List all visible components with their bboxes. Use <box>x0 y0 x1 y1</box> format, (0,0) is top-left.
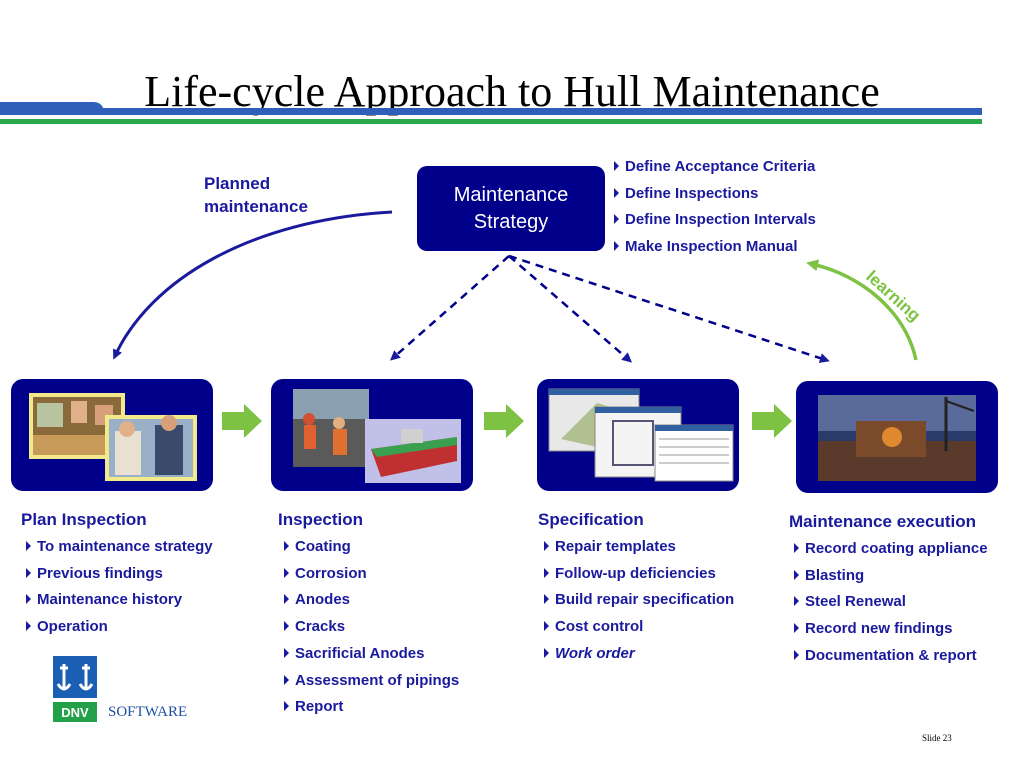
list-item: Build repair specification <box>542 587 734 614</box>
shipyard-photo-image <box>818 395 976 481</box>
stage-heading-specification: Specification <box>538 510 644 529</box>
list-item: Steel Renewal <box>792 589 988 616</box>
header-bar-green <box>0 119 982 124</box>
slide-number: Slide 23 <box>922 733 952 743</box>
stage-heading-maintenance-execution: Maintenance execution <box>789 512 977 531</box>
stage-arrow-1 <box>222 404 262 438</box>
list-item: Documentation & report <box>792 643 988 670</box>
list-item: Sacrificial Anodes <box>282 641 459 668</box>
strategy-list: Define Acceptance Criteria Define Inspec… <box>612 154 816 261</box>
bullet-triangle-icon <box>794 543 799 553</box>
stage-heading-plan-inspection: Plan Inspection <box>21 510 147 529</box>
bullet-triangle-icon <box>284 674 289 685</box>
bullet-triangle-icon <box>794 649 799 660</box>
planned-maintenance-arrow <box>112 210 393 360</box>
bullet-triangle-icon <box>544 567 549 578</box>
list-item: Record new findings <box>792 616 988 643</box>
list-item: Define Inspection Intervals <box>612 207 816 234</box>
bullet-triangle-icon <box>284 701 289 712</box>
learning-arrow <box>806 259 918 361</box>
bullet-triangle-icon <box>544 621 549 632</box>
learning-label: learning <box>862 267 924 325</box>
plan-inspection-list: To maintenance strategy Previous finding… <box>24 534 213 641</box>
inspection-panel <box>271 379 473 491</box>
bullet-triangle-icon <box>614 187 619 198</box>
bullet-triangle-icon <box>614 214 619 225</box>
header-bar-blue <box>0 108 982 115</box>
plan-inspection-panel <box>11 379 213 491</box>
bullet-triangle-icon <box>26 594 31 605</box>
dashed-arrow-inspection <box>389 255 510 361</box>
planned-line-2: maintenance <box>204 197 308 216</box>
bullet-triangle-icon <box>794 569 799 580</box>
specification-list: Repair templates Follow-up deficiencies … <box>542 534 734 668</box>
dashed-arrow-execution <box>508 254 830 363</box>
bullet-triangle-icon <box>544 541 549 551</box>
ship-inspection-image <box>293 389 461 483</box>
list-item: Maintenance history <box>24 587 213 614</box>
list-item: Cost control <box>542 614 734 641</box>
list-item: Previous findings <box>24 561 213 588</box>
list-item: Blasting <box>792 563 988 590</box>
maintenance-execution-list: Record coating appliance Blasting Steel … <box>792 536 988 670</box>
dashed-arrow-specification <box>508 255 633 363</box>
planned-maintenance-label: Planned maintenance <box>204 172 308 218</box>
maintenance-execution-panel <box>796 381 998 493</box>
bullet-triangle-icon <box>284 594 289 605</box>
list-item: Follow-up deficiencies <box>542 561 734 588</box>
stage-arrow-2 <box>484 404 524 438</box>
list-item: Cracks <box>282 614 459 641</box>
bullet-triangle-icon <box>284 541 289 551</box>
bullet-triangle-icon <box>544 647 549 658</box>
maintenance-strategy-box: Maintenance Strategy <box>417 166 605 251</box>
bullet-triangle-icon <box>614 161 619 171</box>
bullet-triangle-icon <box>284 567 289 578</box>
bullet-triangle-icon <box>26 621 31 632</box>
slide-title: Life-cycle Approach to Hull Maintenance <box>144 67 880 116</box>
list-item: Make Inspection Manual <box>612 234 816 261</box>
list-item: Work order <box>542 641 734 668</box>
strategy-line-2: Strategy <box>473 210 549 233</box>
specification-panel <box>537 379 739 491</box>
strategy-line-1: Maintenance <box>453 183 569 206</box>
bullet-triangle-icon <box>284 647 289 658</box>
software-screenshots-image <box>548 388 734 482</box>
bullet-triangle-icon <box>794 623 799 634</box>
list-item: Report <box>282 694 459 721</box>
list-item: Operation <box>24 614 213 641</box>
list-item: Define Acceptance Criteria <box>612 154 816 181</box>
list-item: Coating <box>282 534 459 561</box>
bullet-triangle-icon <box>26 541 31 551</box>
list-item: Corrosion <box>282 561 459 588</box>
software-label: SOFTWARE <box>108 704 188 720</box>
list-item: Define Inspections <box>612 181 816 208</box>
list-item: To maintenance strategy <box>24 534 213 561</box>
list-item: Assessment of pipings <box>282 668 459 695</box>
bullet-triangle-icon <box>284 621 289 632</box>
bullet-triangle-icon <box>794 596 799 607</box>
planned-line-1: Planned <box>204 174 271 193</box>
stage-heading-inspection: Inspection <box>278 510 364 529</box>
stage-arrow-3 <box>752 404 792 438</box>
bullet-triangle-icon <box>544 594 549 605</box>
bullet-triangle-icon <box>614 241 619 252</box>
list-item: Repair templates <box>542 534 734 561</box>
list-item: Anodes <box>282 587 459 614</box>
bullet-triangle-icon <box>26 567 31 578</box>
inspection-list: Coating Corrosion Anodes Cracks Sacrific… <box>282 534 459 721</box>
list-item: Record coating appliance <box>792 536 988 563</box>
office-photo-image <box>29 393 197 481</box>
